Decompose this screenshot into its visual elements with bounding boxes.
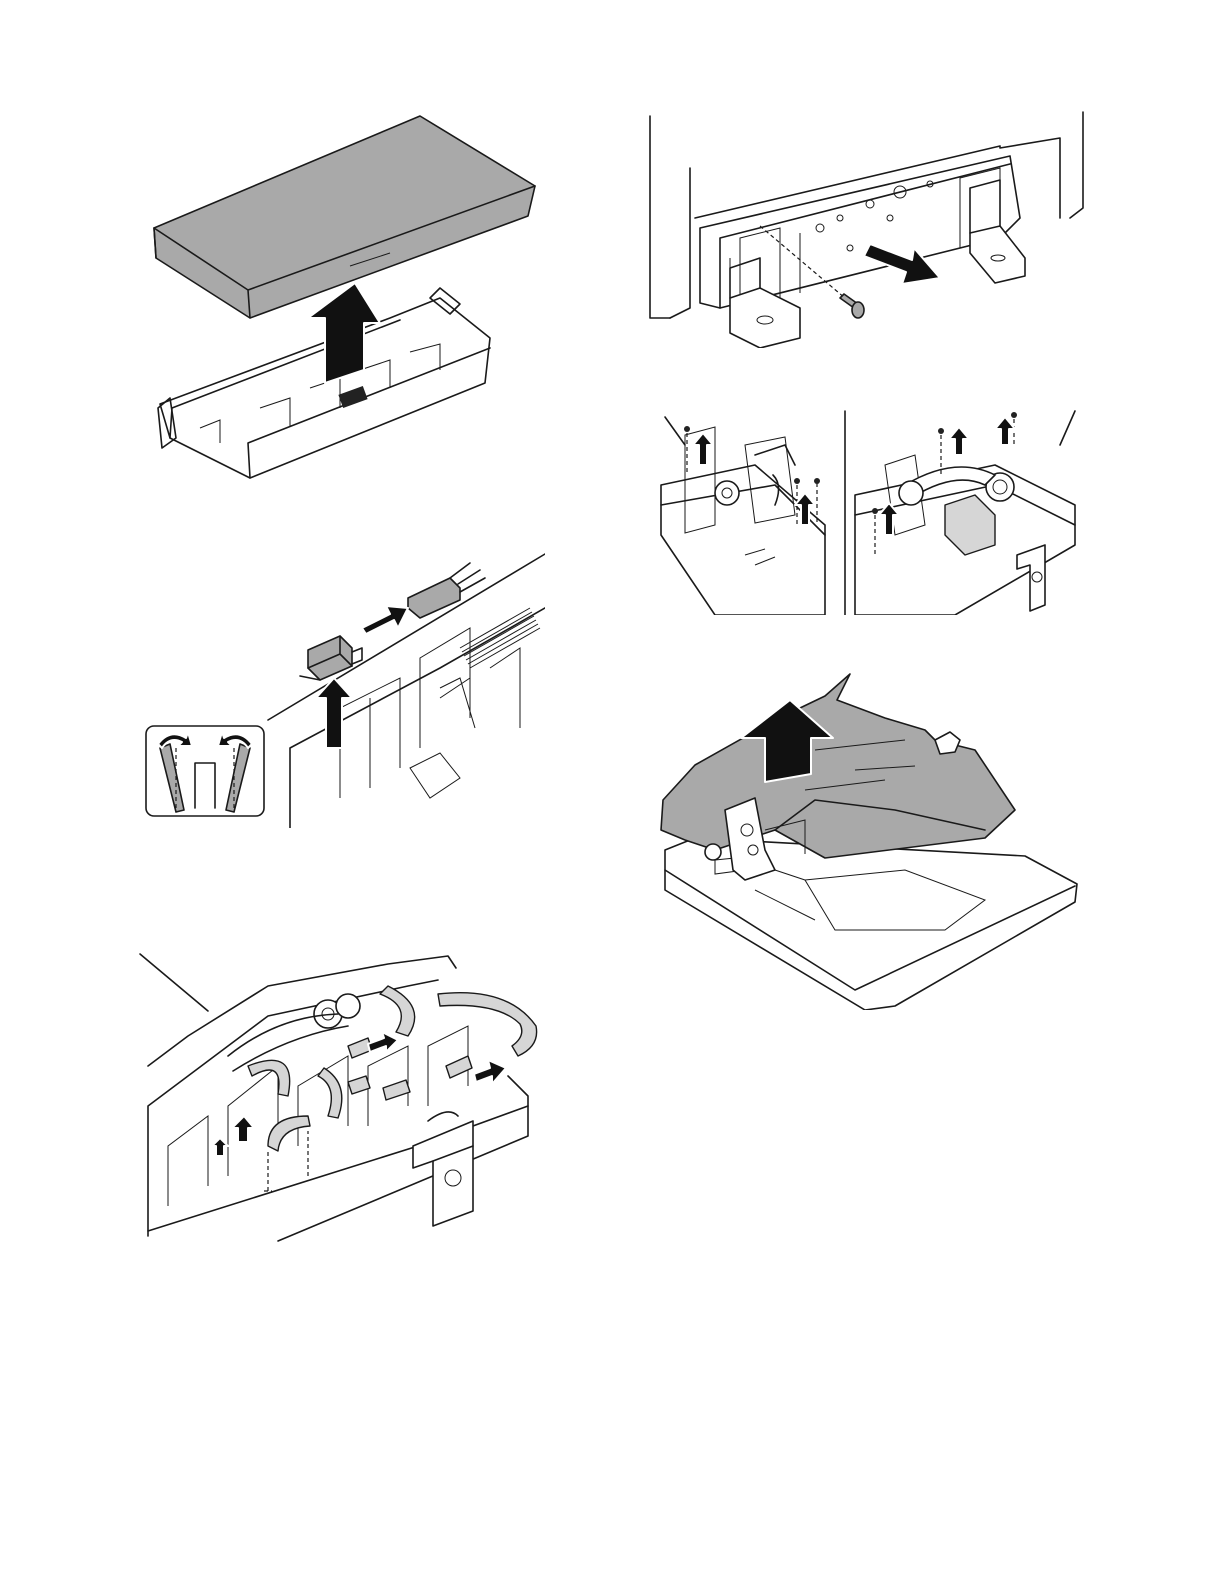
figure-harness-disconnect bbox=[128, 946, 548, 1246]
lift-arrow-icon bbox=[212, 1138, 228, 1156]
right-hinge-bracket bbox=[1017, 545, 1045, 611]
screw-up-arrow-icon bbox=[949, 427, 969, 455]
figure-bracket-screw bbox=[640, 108, 1090, 348]
document-feeder bbox=[661, 674, 1015, 858]
wire-harness bbox=[438, 993, 537, 1056]
cover-removal-illustration bbox=[140, 108, 550, 498]
drive-unit-screws-illustration bbox=[655, 405, 1085, 615]
connector-arrow-icon bbox=[362, 606, 408, 634]
hinge-bracket bbox=[413, 1121, 473, 1226]
figure-cover-removal bbox=[140, 108, 550, 498]
top-cover bbox=[154, 116, 535, 318]
right-bracket bbox=[970, 226, 1025, 283]
disconnect-arrow-icon bbox=[474, 1060, 506, 1084]
left-bracket bbox=[730, 288, 800, 348]
bracket-screw-illustration bbox=[640, 108, 1090, 348]
screw-up-arrow-icon bbox=[693, 433, 713, 465]
document-feeder-removal-illustration bbox=[655, 670, 1090, 1010]
figure-switch-connector bbox=[140, 548, 545, 828]
gear bbox=[715, 481, 739, 505]
screw-up-arrow-icon bbox=[995, 417, 1015, 445]
figure-feeder-removal bbox=[655, 670, 1090, 1010]
switch-connector-illustration bbox=[140, 548, 545, 828]
disconnect-arrow-icon bbox=[368, 1032, 398, 1052]
harness-disconnect-illustration bbox=[128, 946, 548, 1246]
lift-arrow-icon bbox=[232, 1116, 254, 1142]
connector bbox=[408, 578, 460, 618]
figure-drive-screws bbox=[655, 405, 1085, 615]
scanner-base bbox=[665, 838, 1077, 1010]
